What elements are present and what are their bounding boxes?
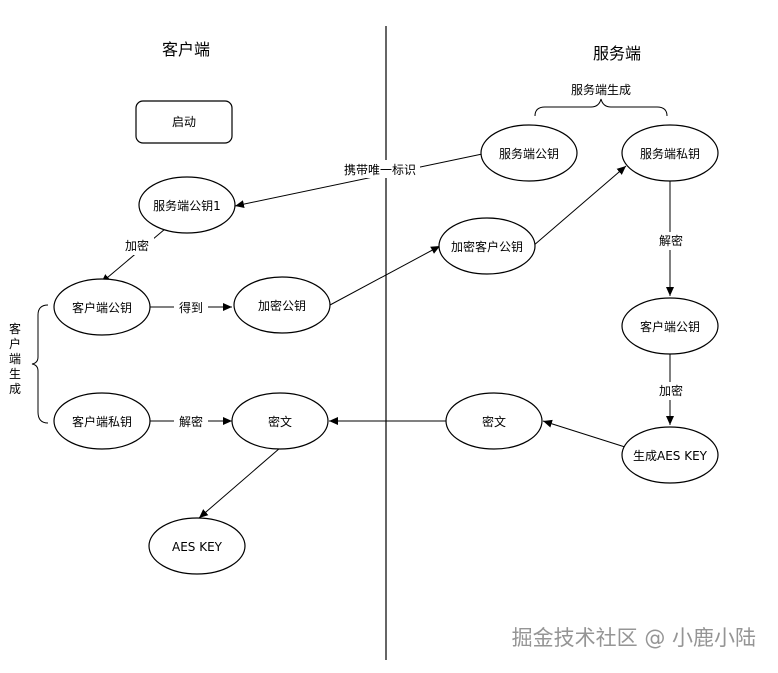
server-generated-brace: [534, 98, 668, 117]
node-server-pub-label: 服务端公钥: [499, 146, 559, 161]
edge-send-encrypted-pub: [329, 245, 441, 306]
client-title: 客户端: [162, 40, 210, 59]
client-generated-label-char: 客: [9, 321, 21, 336]
edge-label-decrypt-right: 解密: [659, 233, 683, 248]
node-client-pub-label: 客户端公钥: [72, 300, 132, 315]
edge-carry-id: [234, 152, 488, 209]
node-encrypted-client-pub: [438, 217, 536, 275]
node-cipher-right-label: 密文: [482, 414, 506, 429]
node-server-priv-label: 服务端私钥: [640, 146, 700, 161]
node-gen-aes-label: 生成AES KEY: [633, 449, 708, 463]
edge-to-cipher-right: [542, 419, 626, 448]
node-cipher-left: [231, 392, 329, 450]
node-aes-key: [148, 517, 246, 575]
node-client-priv-label: 客户端私钥: [72, 414, 132, 429]
node-server-pub: [480, 124, 578, 182]
client-generated-brace: [31, 304, 49, 424]
node-client-pub: [53, 278, 151, 336]
edge-encrypt-left: [100, 228, 166, 284]
node-client-priv: [53, 392, 151, 450]
edge-label-get: 得到: [179, 300, 203, 315]
client-generated-label-char: 端: [9, 352, 21, 366]
watermark: 掘金技术社区 @ 小鹿小陆: [511, 626, 756, 650]
client-generated-label-char: 生: [9, 367, 21, 381]
client-generated-label-char: 户: [9, 336, 21, 351]
edge-to-aes-key: [198, 447, 281, 519]
client-generated-label-char: 成: [9, 382, 21, 396]
edge-label-bg: [654, 232, 688, 250]
edge-label-bg: [174, 413, 208, 431]
start-label: 启动: [172, 115, 196, 129]
node-client-pub-right: [621, 297, 719, 355]
edge-label-encrypt-left: 加密: [125, 238, 149, 253]
edge-label-encrypt-right: 加密: [659, 383, 683, 398]
node-encrypted-pub-label: 加密公钥: [258, 298, 306, 313]
node-server-pub-1-label: 服务端公钥1: [153, 198, 221, 213]
node-cipher-left-label: 密文: [268, 414, 292, 429]
edge-label-bg: [120, 237, 154, 255]
start-box: [135, 100, 233, 144]
edge-label-bg: [340, 160, 420, 178]
node-cipher-right: [445, 392, 543, 450]
node-encrypted-client-pub-label: 加密客户公钥: [451, 239, 523, 254]
edge-label-decrypt-left: 解密: [179, 414, 203, 429]
edge-label-bg: [174, 299, 208, 317]
server-generated-label: 服务端生成: [571, 82, 631, 97]
node-server-priv: [621, 124, 719, 182]
node-client-pub-right-label: 客户端公钥: [640, 319, 700, 334]
node-server-pub-1: [138, 176, 236, 234]
node-aes-key-label: AES KEY: [172, 540, 223, 554]
edge-label-carry-id: 携带唯一标识: [344, 162, 416, 177]
edge-to-server-priv: [532, 165, 627, 247]
server-title: 服务端: [593, 44, 641, 63]
node-gen-aes: [621, 426, 719, 484]
edge-label-bg: [654, 382, 688, 400]
node-encrypted-pub: [233, 276, 331, 334]
